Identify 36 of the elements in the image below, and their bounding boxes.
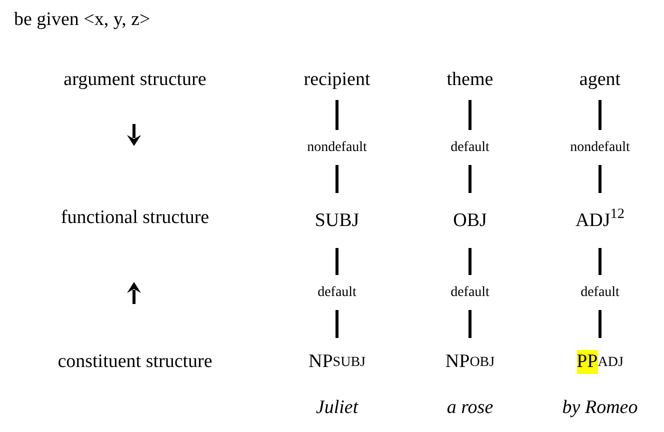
- node-text: default: [318, 284, 356, 302]
- row-label: constituent structure: [58, 350, 212, 374]
- example-word: Juliet: [316, 396, 358, 420]
- node-text: default: [450, 138, 490, 156]
- node-text: NP: [445, 350, 470, 374]
- node-text: agent: [579, 68, 621, 92]
- connector-line: [336, 100, 338, 130]
- connector-line: [598, 100, 602, 130]
- connector-line: [468, 100, 472, 130]
- node-text: default: [450, 284, 490, 302]
- node-text: recipient: [304, 68, 370, 92]
- node-text: nondefault: [307, 138, 367, 156]
- node-text: default: [580, 284, 620, 302]
- connector-line: [598, 248, 602, 275]
- connector-line: [598, 165, 602, 193]
- row-label: functional structure: [60, 206, 210, 230]
- node-text: PP: [576, 350, 598, 374]
- connector-line: [468, 310, 472, 338]
- connector-line: [336, 165, 338, 193]
- node-text: nondefault: [570, 138, 630, 156]
- predicate-text: be given <x, y, z>: [14, 8, 150, 32]
- example-word: by Romeo: [562, 396, 638, 420]
- node-text: OBJ: [453, 208, 487, 232]
- connector-line: [468, 248, 472, 275]
- node-text: ADJ$^{12}$: [575, 208, 625, 232]
- node-text: NP: [308, 350, 333, 374]
- connector-line: [336, 310, 338, 338]
- row-label: argument structure: [64, 68, 206, 92]
- node-text: SUBJ: [314, 208, 360, 232]
- connector-line: [468, 165, 472, 193]
- connector-line: [336, 248, 338, 275]
- node-text: theme: [446, 68, 494, 92]
- category-subscript: SUBJ: [332, 354, 366, 372]
- connector-line: [598, 310, 602, 338]
- category-subscript: OBJ: [470, 354, 495, 372]
- example-word: a rose: [446, 396, 494, 420]
